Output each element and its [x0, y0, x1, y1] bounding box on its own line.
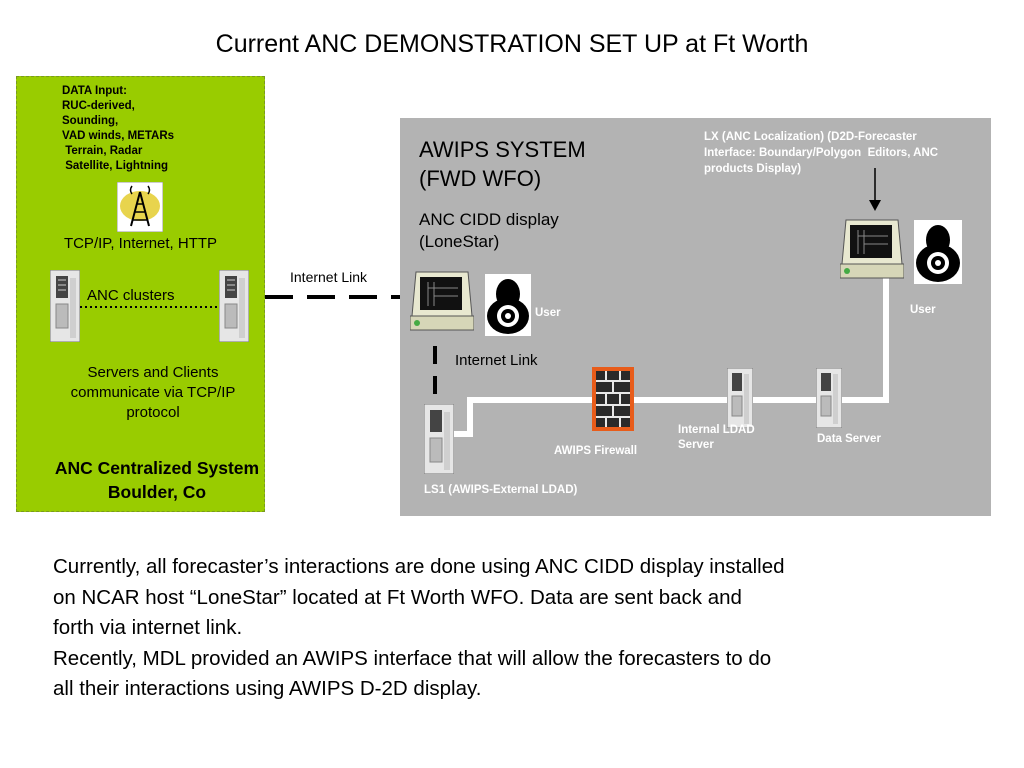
server-icon — [50, 270, 80, 342]
server-icon — [727, 368, 753, 428]
data-server-label: Data Server — [817, 433, 881, 445]
servers-description: Servers and Clients communicate via TCP/… — [16, 363, 290, 423]
lx-line: LX (ANC Localization) (D2D-Forecaster — [704, 131, 917, 143]
lx-line: products Display) — [704, 163, 802, 175]
cidd-workstation-icon — [410, 271, 474, 331]
user-icon — [914, 220, 962, 284]
user-label-right: User — [910, 304, 936, 316]
body-line: all their interactions using AWIPS D-2D … — [53, 677, 482, 700]
data-input-line: DATA Input: — [62, 85, 127, 97]
body-line: on NCAR host “LoneStar” located at Ft Wo… — [53, 585, 742, 609]
internet-link-label: Internet Link — [290, 269, 368, 285]
awips-system-title: AWIPS SYSTEM (FWD WFO) — [419, 135, 586, 193]
data-input-line: VAD winds, METARs — [62, 130, 175, 142]
anc-clusters-label: ANC clusters — [87, 287, 175, 304]
awips-firewall-label: AWIPS Firewall — [554, 445, 638, 457]
body-text: Currently, all forecaster’s interactions… — [53, 552, 1003, 705]
awips-title-line: AWIPS SYSTEM — [419, 137, 586, 162]
body-line: Recently, MDL provided an AWIPS interfac… — [53, 646, 772, 670]
system-name-line: Boulder, Co — [107, 482, 207, 502]
cidd-display-label: ANC CIDD display (LoneStar) — [419, 209, 559, 253]
internet-link-dashed-line — [265, 295, 409, 299]
cidd-line: ANC CIDD display — [419, 210, 559, 229]
slide-title: Current ANC DEMONSTRATION SET UP at Ft W… — [215, 30, 809, 58]
antenna-tower-icon — [117, 182, 163, 232]
server-icon — [424, 404, 454, 474]
description-line: communicate via TCP/IP — [70, 384, 236, 401]
system-name-line: ANC Centralized System — [54, 458, 260, 478]
data-input-line: Sounding, — [62, 115, 119, 127]
internal-ldad-line: Server — [678, 439, 714, 451]
data-input-line: Satellite, Lightning — [62, 160, 169, 172]
description-line: Servers and Clients — [87, 364, 219, 381]
data-input-line: RUC-derived, — [62, 100, 135, 112]
server-icon — [219, 270, 249, 342]
user-label-left: User — [535, 307, 561, 319]
description-line: protocol — [126, 404, 180, 421]
lx-workstation-icon — [840, 219, 904, 279]
ls1-label: LS1 (AWIPS-External LDAD) — [424, 484, 578, 496]
user-icon — [485, 274, 531, 336]
firewall-icon — [592, 367, 634, 431]
awips-title-line: (FWD WFO) — [419, 166, 542, 191]
lx-line: Interface: Boundary/Polygon Editors, ANC — [704, 147, 939, 159]
cidd-line: (LoneStar) — [419, 232, 500, 251]
down-arrow-icon — [869, 168, 881, 211]
cluster-dotted-link — [80, 306, 220, 308]
anc-system-name: ANC Centralized System Boulder, Co — [16, 456, 298, 504]
data-input-list: DATA Input: RUC-derived, Sounding, VAD w… — [62, 84, 174, 174]
protocol-label: TCP/IP, Internet, HTTP — [63, 235, 218, 252]
internal-ldad-line: Internal LDAD — [678, 424, 755, 436]
lx-label: LX (ANC Localization) (D2D-Forecaster In… — [704, 129, 984, 177]
data-input-line: Terrain, Radar — [62, 145, 143, 157]
internet-link-mid-label: Internet Link — [455, 352, 538, 369]
body-line: forth via internet link. — [53, 616, 243, 639]
internal-ldad-label: Internal LDAD Server — [678, 423, 755, 453]
awips-network-lines — [433, 278, 889, 437]
server-icon — [816, 368, 842, 428]
body-line: Currently, all forecaster’s interactions… — [53, 555, 785, 578]
